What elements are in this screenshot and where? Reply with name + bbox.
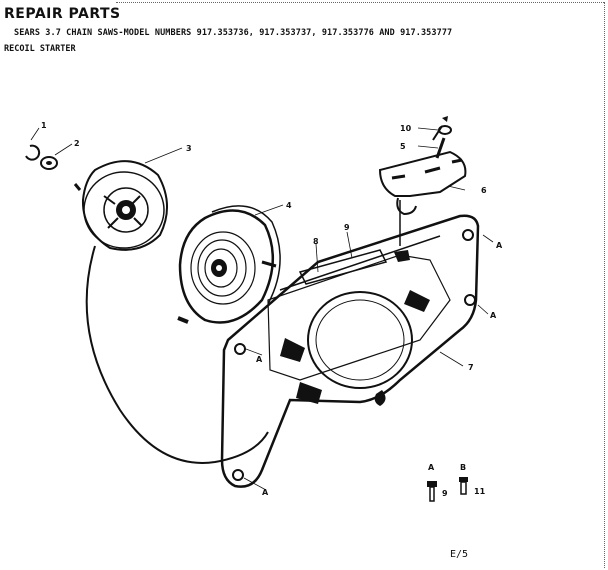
callout-a-3: A [256,355,263,364]
page-number: E/5 [450,549,469,560]
callout-a-1: A [496,241,503,250]
callout-a-2: A [490,311,497,320]
leader-lines [30,127,494,491]
right-border [604,2,605,568]
retaining-ring [25,144,41,161]
rope-guide [298,249,388,285]
top-border [116,2,604,3]
callout-3: 3 [186,144,192,153]
starter-housing [220,214,480,488]
callout-8: 8 [313,237,319,246]
screw-b [459,477,468,495]
starter-handle [378,150,467,262]
callout-9-housing: 9 [344,223,350,232]
page-title: REPAIR PARTS [4,6,121,22]
callout-1: 1 [41,121,47,130]
starter-rope [85,245,269,464]
fastener-label-b: B [460,463,466,472]
callout-6: 6 [481,186,487,195]
rewind-spring-assembly [177,205,281,324]
starter-pulley [73,160,169,251]
callout-5: 5 [400,142,406,151]
callout-11: 11 [474,487,486,496]
model-subtitle: SEARS 3.7 CHAIN SAWS-MODEL NUMBERS 917.3… [14,28,453,38]
screw-a [427,481,437,502]
fastener-label-a: A [428,463,435,472]
washer [40,156,58,170]
callout-a-4: A [262,488,269,497]
handle-insert [432,116,452,159]
callout-2: 2 [74,139,80,148]
callout-9: 9 [442,489,448,498]
section-title: RECOIL STARTER [4,44,76,54]
callout-7: 7 [468,363,474,372]
callout-10: 10 [400,124,412,133]
callout-4: 4 [286,201,292,210]
